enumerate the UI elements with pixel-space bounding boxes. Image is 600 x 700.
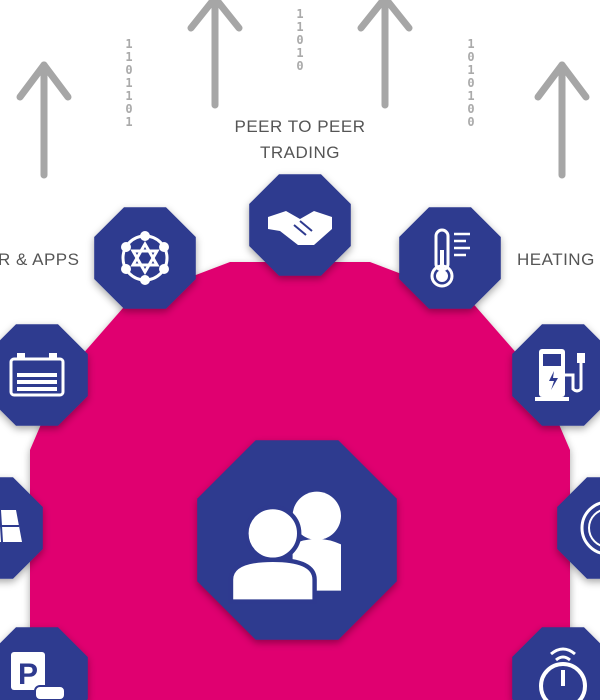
- heating-label: HEATING: [517, 250, 595, 269]
- power-apps-label: R & APPS: [0, 250, 80, 269]
- community-users-icon: [228, 491, 341, 604]
- battery-icon: [9, 353, 65, 397]
- ev-charger-icon: [535, 349, 585, 401]
- parking-car-icon: P: [11, 652, 66, 700]
- binary-right: 1010100: [467, 37, 475, 129]
- octagon-shape: [94, 207, 196, 309]
- svg-text:P: P: [18, 658, 38, 691]
- binary-middle: 11010: [296, 7, 304, 73]
- parking-car-badge: P: [0, 627, 88, 700]
- network-hub-badge: [94, 207, 196, 309]
- solar-panel-icon: [0, 509, 22, 543]
- handshake-icon: [268, 211, 332, 245]
- smart-meter-icon: [539, 647, 587, 700]
- ev-charger-badge: [512, 324, 600, 426]
- up-arrow-icon: [534, 61, 590, 179]
- label-line: PEER TO PEER: [234, 117, 366, 136]
- binary-left: 1101101: [125, 37, 133, 129]
- battery-badge: [0, 324, 88, 426]
- octagon-shape: [557, 477, 600, 579]
- up-arrow-icon: [16, 61, 72, 179]
- octagon-shape: [399, 207, 501, 309]
- handshake-badge: [249, 174, 351, 276]
- octagon-shape: [0, 477, 43, 579]
- solar-panel-badge: [0, 477, 43, 579]
- up-arrow-icon: [357, 0, 413, 109]
- co2-neutral-icon: C: [580, 501, 600, 555]
- co2-neutral-badge: C: [557, 477, 600, 579]
- network-hub-icon: [121, 231, 169, 285]
- label-line: TRADING: [260, 143, 340, 162]
- peer-to-peer-label: PEER TO PEER TRADING: [215, 114, 385, 166]
- community-users-badge: [197, 440, 397, 640]
- thermometer-badge: [399, 207, 501, 309]
- thermometer-icon: [430, 228, 470, 288]
- up-arrow-icon: [187, 0, 243, 109]
- smart-meter-badge: [512, 627, 600, 700]
